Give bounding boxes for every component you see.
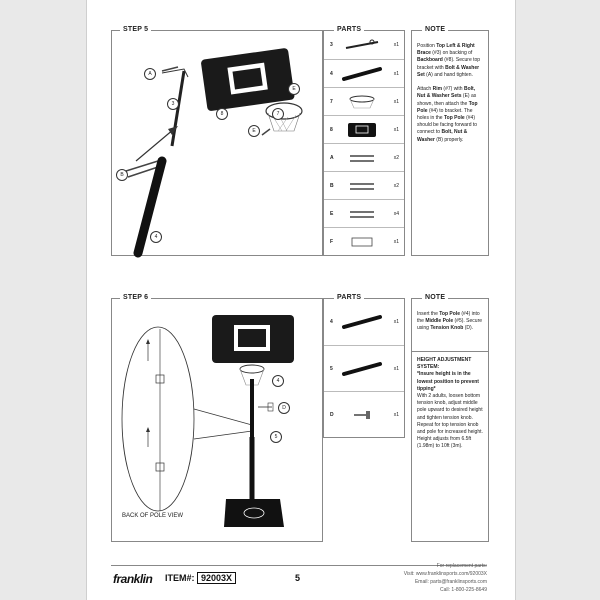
pole-icon — [342, 315, 382, 329]
step6-note-bottom: HEIGHT ADJUSTMENT SYSTEM:*Insure height … — [417, 357, 483, 450]
top-pole-4 — [133, 156, 167, 258]
parts-row: 3 x1 — [324, 31, 404, 59]
step6-callout-4: 4 — [272, 375, 284, 387]
backboard-icon — [348, 123, 376, 137]
rim-icon — [349, 95, 375, 109]
step6-title: STEP 6 — [120, 294, 152, 301]
part-quantity: x1 — [393, 412, 399, 418]
pole-icon — [342, 362, 382, 376]
bolt-icon — [350, 183, 374, 190]
bolt-icon — [350, 155, 374, 162]
step5-note-text: Position Top Left & Right Brace (#3) on … — [417, 43, 481, 143]
step6-base — [224, 499, 284, 527]
part-quantity: x1 — [393, 127, 399, 133]
rim-7 — [265, 102, 303, 120]
part-quantity: x2 — [393, 155, 399, 161]
step5-note-box: NOTE Position Top Left & Right Brace (#3… — [411, 26, 489, 256]
part-number: 4 — [330, 319, 333, 325]
step5-note-title: NOTE — [422, 26, 449, 33]
callout-b: B — [116, 169, 128, 181]
part-quantity: x1 — [393, 99, 399, 105]
part-number: 5 — [330, 366, 333, 372]
parts-row: 5 x1 — [324, 345, 404, 392]
pole-icon — [342, 67, 382, 81]
part-quantity: x1 — [393, 319, 399, 325]
part-number: D — [330, 412, 334, 418]
callout-e-top: E — [288, 83, 300, 95]
step5-diagram-box: STEP 5 — [111, 26, 323, 258]
callout-3: 3 — [167, 98, 179, 110]
callout-7: 7 — [272, 108, 284, 120]
contact-line-2: Visit: www.franklinsports.com/92003X — [403, 571, 487, 577]
step5-diagram — [125, 48, 303, 258]
parts-row: 7 x1 — [324, 87, 404, 116]
part-quantity: x1 — [393, 71, 399, 77]
page-number: 5 — [295, 573, 301, 583]
contact-line-4: Call: 1-800-225-8649 — [440, 587, 487, 593]
top-brace-3 — [170, 70, 186, 147]
callout-a: A — [144, 68, 156, 80]
part-number: 8 — [330, 127, 333, 133]
part-quantity: x1 — [393, 239, 399, 245]
part-number: B — [330, 183, 334, 189]
bracket-icon — [351, 237, 373, 247]
step5-title: STEP 5 — [120, 26, 152, 33]
part-quantity: x2 — [393, 183, 399, 189]
part-quantity: x4 — [393, 211, 399, 217]
part-number: A — [330, 155, 334, 161]
footer-rule — [111, 565, 487, 566]
step5-parts-title: PARTS — [334, 26, 365, 33]
parts-row: 4 x1 — [324, 299, 404, 345]
bolt-icon — [350, 211, 374, 218]
part-number: E — [330, 211, 334, 217]
manual-page: STEP 5 — [86, 0, 516, 600]
contact-line-1: For replacement parts: — [436, 563, 487, 569]
top-brace-icon — [345, 39, 379, 49]
part-quantity: x1 — [393, 42, 399, 48]
step6-note-title: NOTE — [422, 294, 449, 301]
step6-diagram — [121, 315, 294, 527]
backboard-8 — [201, 48, 295, 111]
step6-note-box: NOTE Insert the Top Pole (#4) into the M… — [411, 294, 489, 542]
callout-e-bottom: E — [248, 125, 260, 137]
back-of-pole-label: BACK OF POLE VIEW — [122, 513, 184, 519]
parts-row: 4 x1 — [324, 59, 404, 88]
brand-logo: franklin — [113, 572, 153, 586]
item-label: ITEM#: — [165, 573, 195, 583]
part-number: F — [330, 239, 334, 245]
parts-row: 8 x1 — [324, 115, 404, 144]
step6-parts-title: PARTS — [334, 294, 365, 301]
callout-4: 4 — [150, 231, 162, 243]
step6-callout-5: 5 — [270, 431, 282, 443]
step6-note-divider — [412, 351, 488, 352]
part-number: 3 — [330, 42, 333, 48]
item-number: 92003X — [197, 572, 237, 584]
step6-callout-d: D — [278, 402, 290, 414]
step6-note-top: Insert the Top Pole (#4) into the Middle… — [417, 311, 483, 332]
contact-line-3: Email: parts@franklinsports.com — [414, 579, 487, 585]
knob-icon — [354, 411, 370, 419]
part-number: 4 — [330, 71, 333, 77]
callout-8: 8 — [216, 108, 228, 120]
step6-diagram-box: STEP 6 — [111, 294, 323, 542]
part-number: 7 — [330, 99, 333, 105]
part-quantity: x1 — [393, 366, 399, 372]
